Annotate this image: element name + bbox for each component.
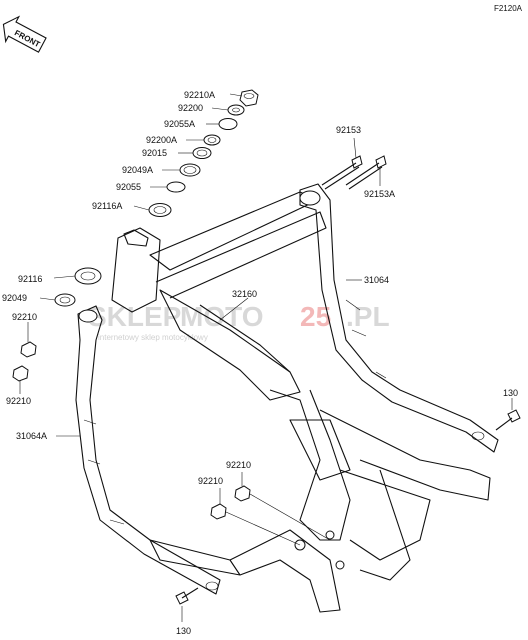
callout-92153: 92153 [336,125,361,135]
front-arrow-icon: FRONT [2,15,47,53]
bearing-92116 [74,267,102,285]
main-frame-32160 [111,191,491,613]
callout-92210a: 92210A [184,90,215,100]
bearing-92116a [148,203,172,217]
watermark-part1: SKLEP [88,301,181,332]
callout-92210-left: 92210 [12,312,37,322]
callout-92116a: 92116A [92,201,122,211]
callout-92116: 92116 [18,274,42,284]
callout-92200: 92200 [178,103,203,113]
bolt-130-right [495,409,521,431]
ring-92055 [166,181,186,193]
seal-92049a [179,163,201,177]
seal-92049 [54,293,76,307]
washer-92200a [203,134,221,146]
bolt-92153 [321,155,363,190]
nut-92210a [239,89,259,107]
seal-92055a [218,118,238,130]
watermark: SKLEP MOTO 25 .PL internetowy sklep moto… [88,301,390,342]
washer-92200 [227,104,245,116]
callout-92015: 92015 [142,148,167,158]
nut-92015 [192,147,212,159]
diagram-code: F2120A [493,4,522,13]
callout-92210-mid1: 92210 [226,460,251,470]
watermark-tagline: internetowy sklep motocyklowy [98,333,208,342]
callout-92210-mid2: 92210 [198,476,223,486]
callout-92210-left2: 92210 [6,396,31,406]
callouts: 92210A 92200 92055A 92200A 92015 92049A … [2,90,518,636]
callout-31064a: 31064A [16,431,47,441]
nut-92210-mid-upper [234,485,251,502]
bolt-130-bottom [175,587,199,605]
down-tube-31064 [299,183,499,453]
callout-130-right: 130 [503,388,518,398]
callout-32160: 32160 [232,289,257,299]
callout-130-bottom: 130 [176,626,191,636]
nut-92210-left-upper [20,341,37,358]
watermark-part4: .PL [346,301,390,332]
callout-31064: 31064 [364,275,389,285]
down-tube-31064a [75,305,221,595]
callout-92055: 92055 [116,182,141,192]
callout-92200a: 92200A [146,135,177,145]
leader-lines [19,93,513,622]
callout-92055a: 92055A [164,119,195,129]
callout-92153a: 92153A [364,189,395,199]
steering-head-parts [12,89,259,382]
callout-92049: 92049 [2,293,27,303]
nut-92210-mid-lower [210,503,227,520]
watermark-part2: MOTO [180,301,263,332]
bolts-92153 [321,155,387,190]
bolt-92153a [345,155,387,190]
nut-92210-left-lower [12,365,29,382]
watermark-part3: 25 [300,301,331,332]
callout-92049a: 92049A [122,165,153,175]
